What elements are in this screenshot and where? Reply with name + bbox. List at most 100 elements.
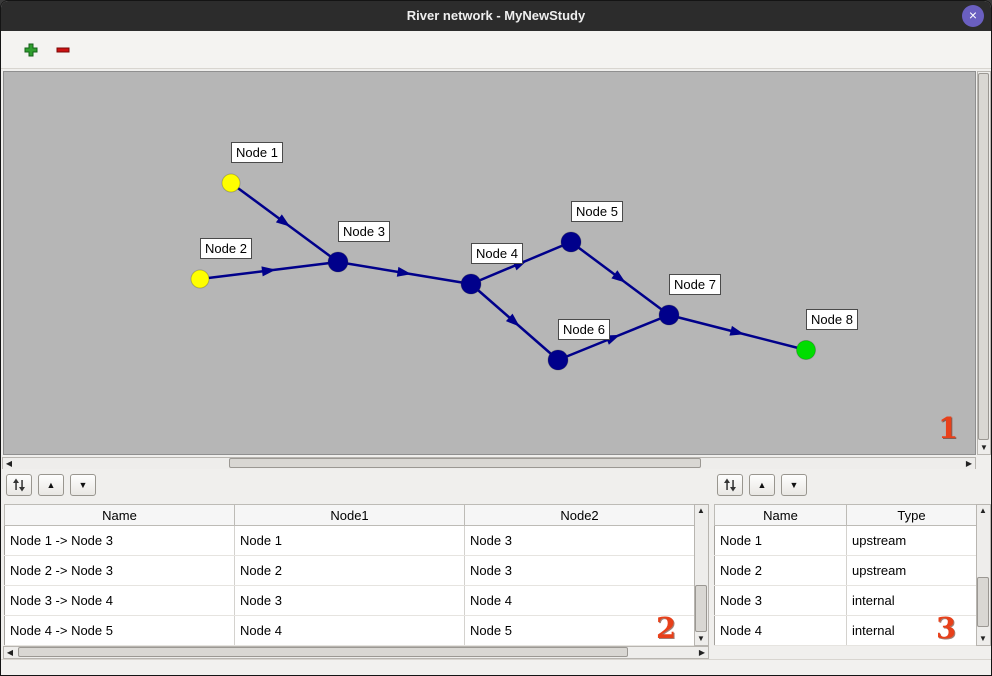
- node-label-node-4: Node 4: [471, 243, 523, 264]
- node-label-node-1: Node 1: [231, 142, 283, 163]
- canvas-vertical-scrollbar[interactable]: ▼: [977, 71, 991, 455]
- table-row: Node 4 internal: [714, 615, 977, 646]
- cell-name[interactable]: Node 3 -> Node 4: [4, 585, 235, 616]
- column-header-name[interactable]: Name: [714, 504, 847, 526]
- annotation-1: 1: [938, 411, 959, 445]
- cell-node2[interactable]: Node 3: [464, 525, 695, 556]
- table-row: Node 3 internal: [714, 585, 977, 616]
- edge-node-5-to-node-7[interactable]: [570, 240, 670, 317]
- cell-name[interactable]: Node 4 -> Node 5: [4, 615, 235, 646]
- scroll-down-icon[interactable]: ▼: [980, 443, 988, 452]
- scrollbar-thumb[interactable]: [18, 647, 628, 657]
- remove-node-button[interactable]: [49, 36, 77, 64]
- close-icon: ×: [968, 7, 978, 23]
- reaches-move-up-button[interactable]: ▲: [38, 474, 64, 496]
- cell-name[interactable]: Node 3: [714, 585, 847, 616]
- window-title: River network - MyNewStudy: [406, 8, 586, 23]
- column-header-node1[interactable]: Node1: [234, 504, 465, 526]
- node-circle-node-6[interactable]: [547, 349, 569, 371]
- cell-type[interactable]: upstream: [846, 555, 977, 586]
- scroll-up-icon[interactable]: ▲: [979, 506, 987, 515]
- edge-node-1-to-node-3[interactable]: [230, 181, 339, 264]
- scrollbar-thumb[interactable]: [229, 458, 701, 468]
- node-circle-node-2[interactable]: [190, 269, 210, 289]
- cell-type[interactable]: internal: [846, 585, 977, 616]
- cell-name[interactable]: Node 1 -> Node 3: [4, 525, 235, 556]
- scroll-up-icon[interactable]: ▲: [697, 506, 705, 515]
- node-label-node-2: Node 2: [200, 238, 252, 259]
- scrollbar-thumb[interactable]: [695, 585, 707, 632]
- down-arrow-icon: ▼: [789, 480, 799, 490]
- node-circle-node-1[interactable]: [221, 173, 241, 193]
- status-bar: [1, 659, 991, 675]
- table-row: Node 3 -> Node 4 Node 3 Node 4: [4, 585, 695, 616]
- node-circle-node-3[interactable]: [327, 251, 349, 273]
- annotation-3: 3: [936, 611, 957, 645]
- column-header-type[interactable]: Type: [846, 504, 977, 526]
- cell-node1[interactable]: Node 3: [234, 585, 465, 616]
- canvas-area: 1 Node 1 Node 2 Node 3 Node 4 Node 5 Node 6 No…: [1, 69, 991, 470]
- annotation-2: 2: [656, 611, 677, 645]
- scroll-right-icon[interactable]: ▶: [698, 648, 706, 657]
- node-label-node-5: Node 5: [571, 201, 623, 222]
- nodes-sort-button[interactable]: [717, 474, 743, 496]
- node-circle-node-4[interactable]: [460, 273, 482, 295]
- node-label-node-7: Node 7: [669, 274, 721, 295]
- edge-node-6-to-node-7[interactable]: [557, 313, 670, 362]
- scroll-left-icon[interactable]: ◀: [5, 459, 13, 468]
- edge-node-3-to-node-4[interactable]: [337, 260, 472, 286]
- table-row: Node 2 -> Node 3 Node 2 Node 3: [4, 555, 695, 586]
- river-network-canvas[interactable]: 1 Node 1 Node 2 Node 3 Node 4 Node 5 Node 6 No…: [3, 71, 976, 455]
- cell-name[interactable]: Node 4: [714, 615, 847, 646]
- cell-node1[interactable]: Node 1: [234, 525, 465, 556]
- edge-node-2-to-node-3[interactable]: [199, 260, 339, 281]
- reaches-vertical-scrollbar[interactable]: ▲ ▼: [694, 504, 709, 646]
- reaches-sort-button[interactable]: [6, 474, 32, 496]
- node-label-node-3: Node 3: [338, 221, 390, 242]
- table-row: Node 1 -> Node 3 Node 1 Node 3: [4, 525, 695, 556]
- cell-type[interactable]: internal: [846, 615, 977, 646]
- cell-name[interactable]: Node 1: [714, 525, 847, 556]
- nodes-vertical-scrollbar[interactable]: ▲ ▼: [976, 504, 991, 646]
- scroll-down-icon[interactable]: ▼: [979, 634, 987, 643]
- node-circle-node-5[interactable]: [560, 231, 582, 253]
- column-header-name[interactable]: Name: [4, 504, 235, 526]
- scroll-right-icon[interactable]: ▶: [965, 459, 973, 468]
- cell-node1[interactable]: Node 2: [234, 555, 465, 586]
- cell-type[interactable]: upstream: [846, 525, 977, 556]
- edge-node-7-to-node-8[interactable]: [668, 313, 807, 352]
- cell-name[interactable]: Node 2 -> Node 3: [4, 555, 235, 586]
- nodes-move-up-button[interactable]: ▲: [749, 474, 775, 496]
- node-label-node-8: Node 8: [806, 309, 858, 330]
- scrollbar-thumb[interactable]: [978, 73, 989, 440]
- table-row: Node 1 upstream: [714, 525, 977, 556]
- node-circle-node-7[interactable]: [658, 304, 680, 326]
- edge-node-4-to-node-6[interactable]: [470, 283, 559, 361]
- main-toolbar: [1, 31, 991, 69]
- node-circle-node-8[interactable]: [796, 340, 816, 360]
- cell-name[interactable]: Node 2: [714, 555, 847, 586]
- cell-node2[interactable]: Node 5: [464, 615, 695, 646]
- bottom-panels: ▲ ▼ ▲ ▼ Name Node1 Node2: [1, 469, 991, 659]
- table-header-row: Name Node1 Node2: [4, 504, 695, 526]
- scrollbar-thumb[interactable]: [977, 577, 989, 627]
- scroll-down-icon[interactable]: ▼: [697, 634, 705, 643]
- sort-icon: [13, 478, 25, 492]
- scroll-left-icon[interactable]: ◀: [6, 648, 14, 657]
- cell-node1[interactable]: Node 4: [234, 615, 465, 646]
- cell-node2[interactable]: Node 4: [464, 585, 695, 616]
- column-header-node2[interactable]: Node2: [464, 504, 695, 526]
- node-label-node-6: Node 6: [558, 319, 610, 340]
- sort-icon: [724, 478, 736, 492]
- close-button[interactable]: ×: [962, 5, 984, 27]
- add-node-button[interactable]: [17, 36, 45, 64]
- reaches-horizontal-scrollbar[interactable]: ◀ ▶: [3, 646, 709, 659]
- nodes-move-down-button[interactable]: ▼: [781, 474, 807, 496]
- cell-node2[interactable]: Node 3: [464, 555, 695, 586]
- nodes-table: Name Type Node 1 upstream Node 2 upstrea…: [714, 504, 977, 646]
- reaches-move-down-button[interactable]: ▼: [70, 474, 96, 496]
- network-graph: [190, 173, 816, 371]
- titlebar: River network - MyNewStudy ×: [1, 1, 991, 31]
- up-arrow-icon: ▲: [46, 480, 56, 490]
